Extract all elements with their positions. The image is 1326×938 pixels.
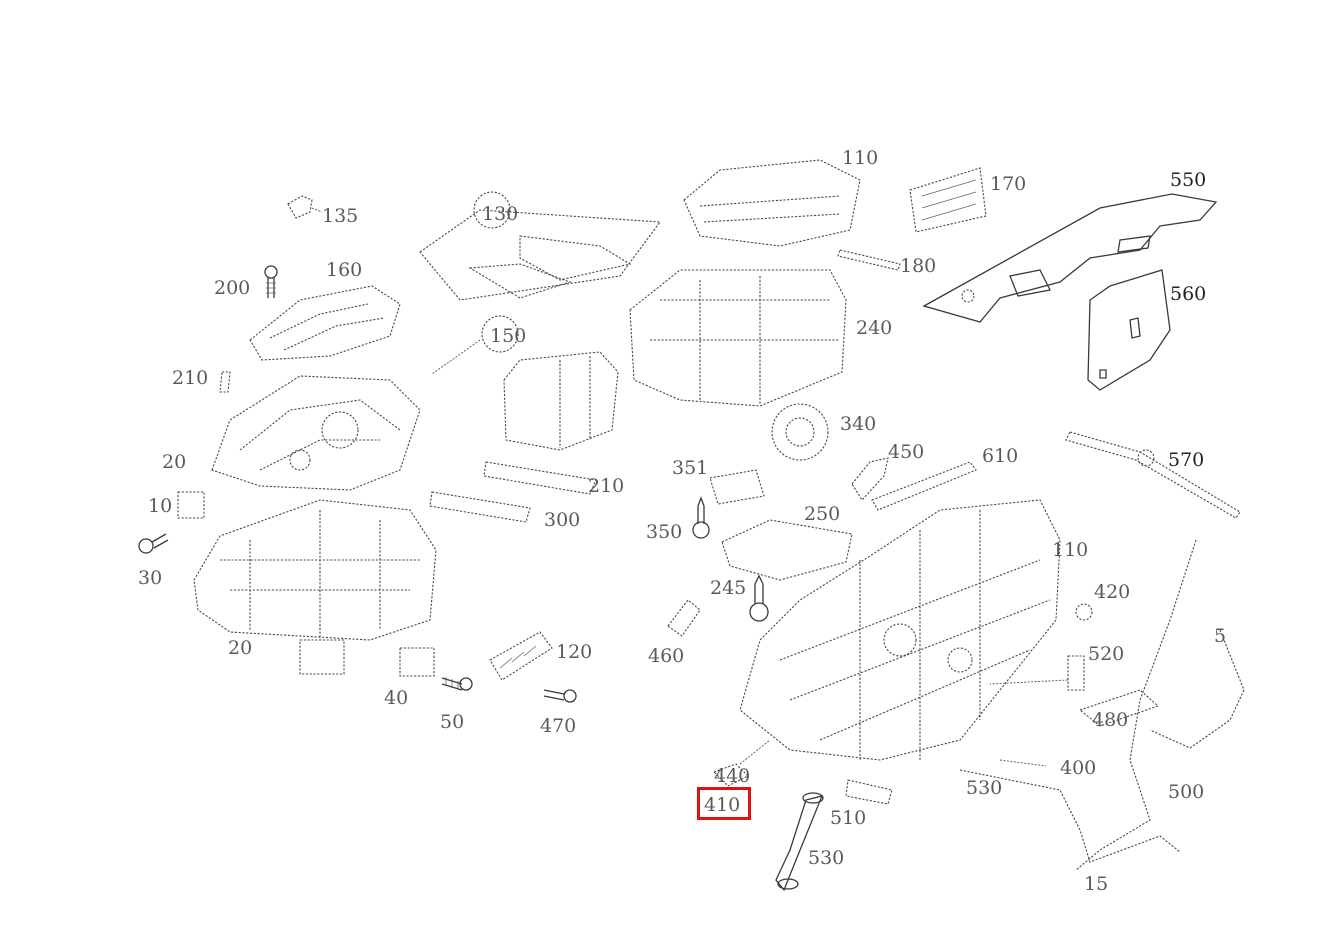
part-560-plate <box>1087 269 1171 391</box>
callout-180: 180 <box>900 255 936 277</box>
callout-560: 560 <box>1170 283 1206 305</box>
callout-610: 610 <box>982 445 1018 467</box>
callout-400: 400 <box>1060 757 1096 779</box>
part-450-tube <box>851 457 889 501</box>
callout-20b: 20 <box>162 451 186 473</box>
part-570-shaft <box>1065 431 1241 519</box>
callout-440: 440 <box>714 765 750 787</box>
part-top-valve-assembly <box>683 159 861 247</box>
part-10-fitting <box>177 491 205 519</box>
part-410-plug <box>713 739 771 787</box>
part-610-rail <box>871 461 977 511</box>
part-530-pipe <box>775 792 824 892</box>
callout-245: 245 <box>710 577 746 599</box>
callout-250: 250 <box>804 503 840 525</box>
callout-530: 530 <box>808 847 844 869</box>
callout-351: 351 <box>672 457 708 479</box>
callout-450: 450 <box>888 441 924 463</box>
part-200-screw <box>264 265 278 298</box>
callout-150: 150 <box>490 325 526 347</box>
callout-550: 550 <box>1170 169 1206 191</box>
callout-480: 500 <box>1168 781 1204 803</box>
callout-340: 340 <box>840 413 876 435</box>
callout-135: 135 <box>322 205 358 227</box>
part-170-connector <box>909 167 987 233</box>
callout-40: 40 <box>384 687 408 709</box>
callout-130: 130 <box>482 203 518 225</box>
part-180-rod <box>837 249 901 271</box>
part-340-gear <box>771 403 829 461</box>
part-gasket-plate <box>419 209 662 301</box>
part-550-plate <box>922 193 1218 323</box>
part-250-gasket <box>721 519 853 581</box>
part-30-bolt <box>138 533 169 554</box>
callout-110: 110 <box>1052 539 1088 561</box>
callout-460b: 470 <box>540 715 576 737</box>
callout-20: 20 <box>228 637 252 659</box>
callout-510: 510 <box>830 807 866 829</box>
part-220-pin <box>219 371 231 393</box>
part-350-screw <box>692 496 710 539</box>
callout-200: 200 <box>214 277 250 299</box>
callout-420: 420 <box>1094 581 1130 603</box>
callout-410-highlighted[interactable]: 410 <box>704 794 740 816</box>
part-420-small <box>1075 603 1093 621</box>
part-160-cover <box>249 285 401 361</box>
highlight-box <box>697 787 751 820</box>
callout-350: 350 <box>646 521 682 543</box>
callout-570: 570 <box>1168 449 1204 471</box>
callout-460: 460 <box>648 645 684 667</box>
part-20-valve-body <box>193 499 437 675</box>
part-150-marker <box>431 315 519 375</box>
part-130-marker <box>473 191 511 229</box>
callout-470: 480 <box>1092 709 1128 731</box>
callout-240: 240 <box>856 317 892 339</box>
part-400-leader <box>999 759 1047 767</box>
part-housing-center <box>629 269 847 407</box>
part-housing-upper-left <box>211 375 421 491</box>
callout-160: 160 <box>326 259 362 281</box>
part-main-valve-body <box>739 499 1061 761</box>
callout-300: 300 <box>544 509 580 531</box>
part-50-screw <box>441 677 473 691</box>
part-460-seal <box>667 599 701 637</box>
callout-15: 15 <box>1084 873 1108 895</box>
callout-50: 50 <box>440 711 464 733</box>
part-245-screw <box>749 574 769 622</box>
part-460-screw <box>543 689 577 703</box>
callout-500: 520 <box>1088 643 1124 665</box>
callout-110-top: 110 <box>842 147 878 169</box>
callout-30: 30 <box>138 567 162 589</box>
part-filter <box>503 351 619 451</box>
part-lower-bracket <box>959 769 1181 863</box>
callout-520: 530 <box>966 777 1002 799</box>
callout-5: 5 <box>1214 625 1226 647</box>
part-480-harness <box>1075 539 1245 871</box>
part-135-clip <box>287 195 323 219</box>
callout-170: 170 <box>990 173 1026 195</box>
part-351-bracket <box>709 469 765 505</box>
callout-120: 120 <box>556 641 592 663</box>
part-spring-left <box>429 461 597 523</box>
part-40-block <box>399 647 435 677</box>
part-510-pipe-clip <box>845 779 893 805</box>
callout-220: 210 <box>172 367 208 389</box>
callout-10: 10 <box>148 495 172 517</box>
callout-210: 210 <box>588 475 624 497</box>
part-120-connector <box>489 631 553 681</box>
part-500-block <box>989 655 1085 691</box>
